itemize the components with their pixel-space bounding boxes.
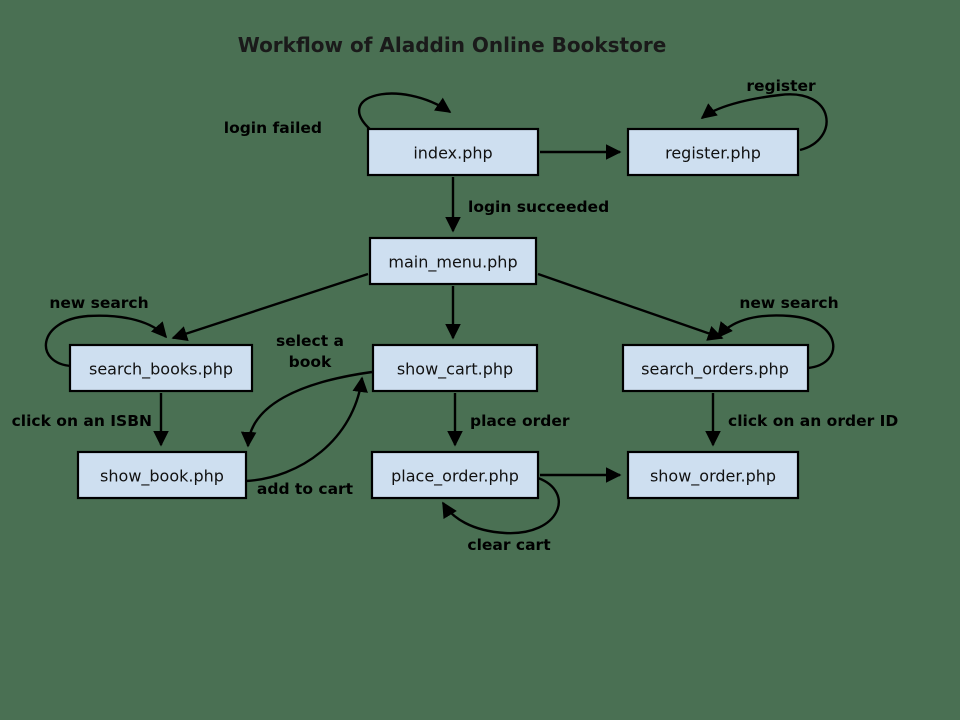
edge-register-self	[700, 93, 828, 152]
edge-label-select-a: select a	[276, 332, 344, 350]
node-show-order-box[interactable]	[626, 450, 800, 500]
edge-main-menu-to-search-books	[171, 272, 369, 342]
node-search-books-label: search_books.php	[89, 360, 233, 380]
edge-label-login-succeeded: login succeeded	[468, 198, 609, 216]
edge-index-self	[357, 92, 452, 132]
node-index[interactable]: index.php	[366, 127, 540, 177]
edge-place-order-self	[441, 476, 560, 535]
node-register-box[interactable]	[626, 127, 800, 177]
edge-show-book-to-show-cart	[245, 376, 368, 483]
node-show-book[interactable]: show_book.php	[76, 450, 248, 500]
node-search-orders[interactable]: search_orders.php	[621, 343, 810, 393]
node-place-order-label: place_order.php	[391, 467, 519, 487]
edge-label-register: register	[746, 77, 816, 95]
edge-main-menu-to-search-orders	[537, 272, 724, 341]
node-show-book-box[interactable]	[76, 450, 248, 500]
edge-label-clear-cart: clear cart	[467, 536, 551, 554]
edge-label-click-on-an-isbn: click on an ISBN	[12, 412, 152, 430]
node-index-label: index.php	[413, 144, 492, 163]
node-search-orders-box[interactable]	[621, 343, 810, 393]
node-place-order[interactable]: place_order.php	[370, 450, 540, 500]
node-show-cart-label: show_cart.php	[397, 360, 513, 380]
node-main-menu[interactable]: main_menu.php	[368, 236, 538, 286]
page-title: Workflow of Aladdin Online Bookstore	[238, 33, 667, 57]
node-main-menu-box[interactable]	[368, 236, 538, 286]
edge-label-add-to-cart: add to cart	[257, 480, 354, 498]
node-search-books[interactable]: search_books.php	[68, 343, 254, 393]
node-index-box[interactable]	[366, 127, 540, 177]
node-register[interactable]: register.php	[626, 127, 800, 177]
edge-show-cart-to-show-book	[240, 370, 373, 448]
edge-search-books-self	[44, 314, 168, 368]
node-show-order-label: show_order.php	[650, 467, 776, 487]
edge-label-book: book	[289, 353, 332, 371]
edge-label-new-search-books: new search	[49, 294, 148, 312]
edge-label-login-failed: login failed	[224, 119, 322, 137]
node-search-books-box[interactable]	[68, 343, 254, 393]
node-search-orders-label: search_orders.php	[641, 360, 789, 380]
node-main-menu-label: main_menu.php	[388, 253, 517, 273]
node-show-order[interactable]: show_order.php	[626, 450, 800, 500]
node-place-order-box[interactable]	[370, 450, 540, 500]
node-show-book-label: show_book.php	[100, 467, 224, 487]
edge-label-new-search-orders: new search	[739, 294, 838, 312]
edge-label-click-on-an-order-id: click on an order ID	[728, 412, 898, 430]
edge-label-place-order: place order	[470, 412, 570, 430]
node-register-label: register.php	[665, 144, 761, 163]
edge-search-orders-self	[717, 314, 835, 370]
node-show-cart[interactable]: show_cart.php	[371, 343, 539, 393]
node-show-cart-box[interactable]	[371, 343, 539, 393]
